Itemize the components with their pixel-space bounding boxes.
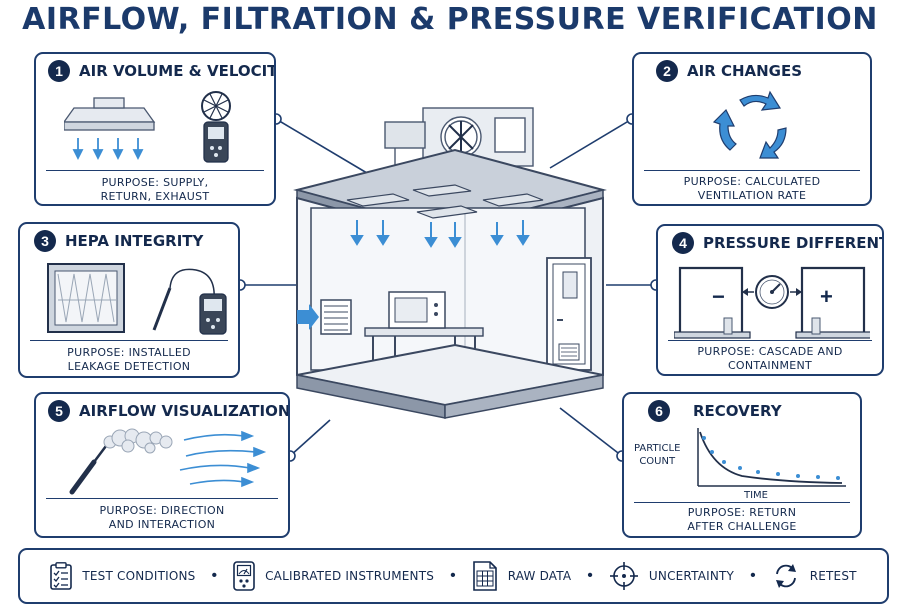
divider — [30, 340, 228, 341]
card-title: AIRFLOW VISUALIZATION — [79, 402, 290, 420]
footer-item-calibrated-instruments: CALIBRATED INSTRUMENTS — [233, 561, 434, 591]
card-purpose: PURPOSE: CASCADE AND CONTAINMENT — [697, 345, 843, 372]
crosshair-icon — [609, 562, 638, 590]
divider — [668, 340, 872, 341]
hepa-filter-probe-illustration — [47, 263, 227, 335]
card-purpose: PURPOSE: CALCULATED VENTILATION RATE — [683, 175, 821, 202]
chart-xlabel: TIME — [744, 490, 769, 501]
step-number: 6 — [648, 400, 670, 422]
card-title: HEPA INTEGRITY — [65, 232, 204, 250]
card-title: AIR CHANGES — [687, 62, 803, 80]
card-title: PRESSURE DIFFERENTIAL — [703, 234, 882, 252]
card-recovery: 6 RECOVERY PARTICLE COUNT TIME PURPOSE: … — [622, 392, 862, 538]
meter-icon — [233, 561, 255, 591]
card-purpose: PURPOSE: INSTALLED LEAKAGE DETECTION — [67, 346, 191, 373]
divider — [644, 170, 860, 171]
cleanroom-illustration — [293, 107, 607, 419]
footer-item-test-conditions: TEST CONDITIONS — [50, 562, 195, 590]
card-airflow-visualization: 5 AIRFLOW VISUALIZATION PURPOSE: DIRECTI… — [34, 392, 290, 538]
separator-dot: • — [750, 567, 756, 584]
card-pressure-differential: 4 PRESSURE DIFFERENTIAL − + PURPOSE: CAS… — [656, 224, 884, 376]
high-pressure-symbol: + — [820, 284, 833, 309]
smoke-wand-illustration — [69, 428, 267, 495]
card-purpose: PURPOSE: RETURN AFTER CHALLENGE — [687, 506, 797, 533]
clipboard-checklist-icon — [50, 562, 73, 590]
divider — [634, 502, 850, 503]
card-air-changes: 2 AIR CHANGES PURPOSE: CALCULATED VENTIL… — [632, 52, 872, 206]
footer-label: UNCERTAINTY — [648, 569, 735, 583]
footer-label: RETEST — [809, 569, 857, 583]
step-number: 4 — [672, 232, 694, 254]
card-title: AIR VOLUME & VELOCITY — [79, 62, 276, 80]
pressure-rooms-gauge-illustration — [674, 266, 870, 339]
step-number: 3 — [34, 230, 56, 252]
page-title: AIRFLOW, FILTRATION & PRESSURE VERIFICAT… — [22, 2, 878, 37]
card-hepa-integrity: 3 HEPA INTEGRITY PURPOSE: INSTALLED LEAK… — [18, 222, 240, 378]
footer-label: RAW DATA — [507, 569, 572, 583]
separator-dot: • — [587, 567, 593, 584]
footer-label: TEST CONDITIONS — [82, 569, 196, 583]
footer-item-raw-data: RAW DATA — [472, 561, 572, 591]
step-number: 2 — [656, 60, 678, 82]
low-pressure-symbol: − — [712, 284, 725, 309]
divider — [46, 498, 278, 499]
card-purpose: PURPOSE: DIRECTION AND INTERACTION — [99, 504, 225, 531]
separator-dot: • — [211, 567, 218, 584]
card-air-volume-velocity: 1 AIR VOLUME & VELOCITY PURPOSE: SUPPLY,… — [34, 52, 276, 206]
divider — [46, 170, 264, 171]
card-purpose: PURPOSE: SUPPLY, RETURN, EXHAUST — [100, 176, 210, 203]
step-number: 5 — [48, 400, 70, 422]
footer-item-uncertainty: UNCERTAINTY — [609, 561, 734, 591]
card-title: RECOVERY — [693, 402, 782, 420]
separator-dot: • — [450, 567, 456, 584]
footer-label: CALIBRATED INSTRUMENTS — [265, 569, 435, 583]
chart-ylabel: PARTICLE COUNT — [634, 443, 681, 467]
spreadsheet-icon — [472, 561, 497, 591]
footer-item-retest: RETEST — [772, 562, 857, 590]
cycle-arrows-icon — [712, 90, 787, 159]
refresh-icon — [775, 564, 796, 588]
diffuser-anemometer-illustration — [64, 91, 231, 163]
footer-requirements-bar: TEST CONDITIONS • CALIBRATED INSTRUMENTS… — [18, 548, 889, 604]
step-number: 1 — [48, 60, 70, 82]
recovery-curve-chart — [697, 428, 846, 487]
